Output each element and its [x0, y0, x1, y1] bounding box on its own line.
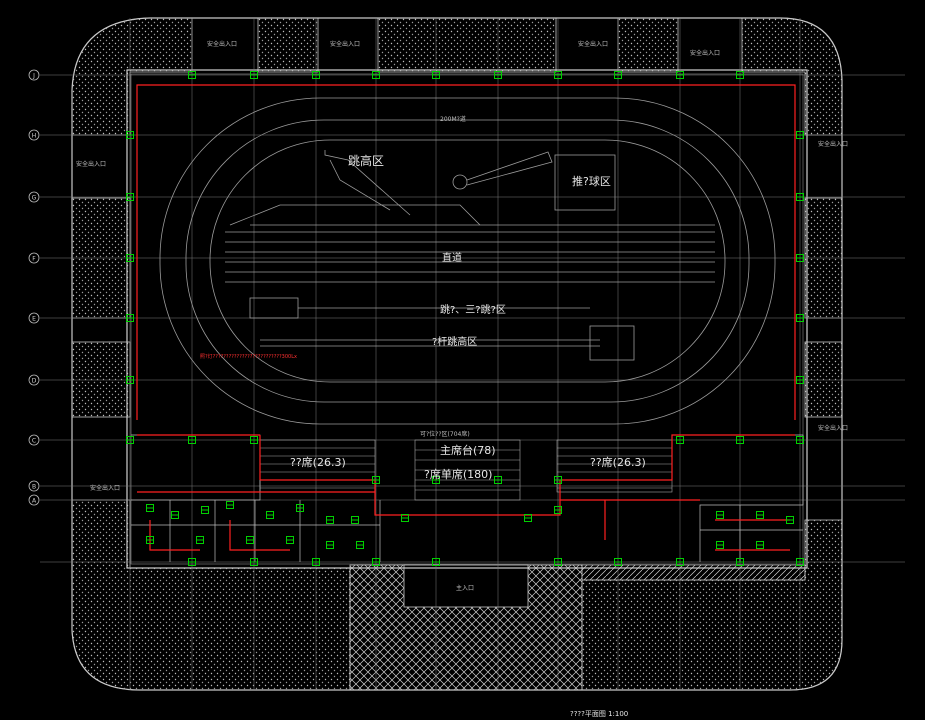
- axis-bubble-label: B: [32, 484, 36, 491]
- axis-bubble: [28, 69, 40, 81]
- zone-track-200m: 200M?道: [440, 115, 466, 123]
- axis-bubble-label: A: [32, 498, 37, 505]
- exit-label-6: 安全出入口: [818, 140, 848, 148]
- zone-pole-vault: ?杆跳高区: [432, 335, 477, 348]
- axis-bubble: [28, 434, 40, 446]
- stand-main: 主席台(78): [440, 443, 496, 457]
- stand-caption: 可?位??区(704席): [420, 430, 470, 438]
- zone-straight-track: 直道: [442, 251, 462, 264]
- axis-bubble-label: C: [32, 438, 36, 445]
- main-entrance-label: 主入口: [456, 584, 474, 592]
- cable-routes: [136, 84, 796, 551]
- running-track: [159, 97, 776, 425]
- axis-bubble-label: E: [32, 316, 36, 323]
- axis-bubble: [28, 374, 40, 386]
- axis-bubble-label: J: [32, 73, 35, 80]
- exit-label-2: 安全出入口: [330, 40, 360, 48]
- zone-long-jump: 跳?、三?跳?区: [440, 303, 506, 316]
- stand-east: ??席(26.3): [590, 455, 646, 469]
- main-entrance-plaza: [349, 564, 806, 691]
- axis-bubble-label: F: [32, 256, 36, 263]
- exit-label-7: 安全出入口: [818, 424, 848, 432]
- stand-west: ??席(26.3): [290, 455, 346, 469]
- drawing-title: ????平面图 1:100: [570, 710, 628, 718]
- axis-bubble-label: D: [32, 378, 37, 385]
- axis-bubble-label: H: [32, 133, 37, 140]
- axis-bubble: [28, 191, 40, 203]
- grid-axes: [40, 18, 905, 690]
- stand-main-sub: ?席单席(180): [424, 467, 492, 481]
- building-outline: [126, 69, 808, 569]
- red-note: 照?灯??????????????????????????300Lx: [200, 353, 297, 360]
- axis-bubble: [28, 129, 40, 141]
- axis-bubble-label: G: [32, 195, 37, 202]
- plan-labels: 跳高区 推?球区 直道 跳?、三?跳?区 ?杆跳高区 200M?道 可?位??区…: [76, 40, 848, 718]
- exit-label-3: 安全出入口: [578, 40, 608, 48]
- axis-bubble: [28, 480, 40, 492]
- axis-bubble: [28, 252, 40, 264]
- exit-label-8: 安全出入口: [90, 484, 120, 492]
- seating-stands: [259, 439, 673, 501]
- exit-label-5: 安全出入口: [76, 160, 106, 168]
- zone-shot-put: 推?球区: [572, 174, 611, 188]
- exit-label-1: 安全出入口: [207, 40, 237, 48]
- axis-bubbles: J H G F E D C BA: [28, 69, 40, 506]
- axis-bubble: [28, 312, 40, 324]
- axis-bubble: [28, 494, 40, 506]
- lighting-devices: [126, 71, 804, 566]
- zone-high-jump: 跳高区: [348, 153, 384, 168]
- exit-label-4: 安全出入口: [690, 49, 720, 57]
